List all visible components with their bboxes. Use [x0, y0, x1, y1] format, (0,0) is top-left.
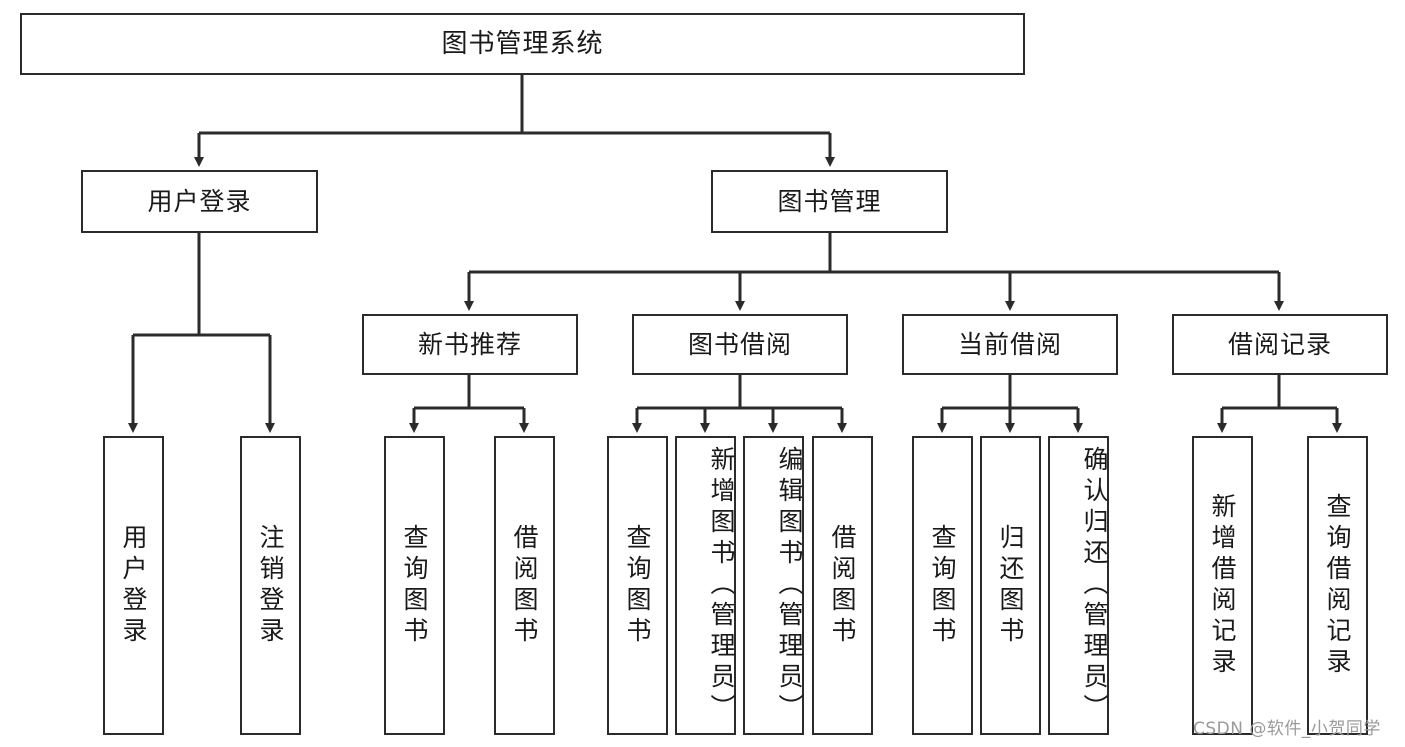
node-new-book-recommendation[interactable]: 新书推荐 [362, 314, 578, 375]
node-label: 用户登录 [119, 523, 148, 648]
node-leaf-query-books-recommend[interactable]: 查询图书 [384, 436, 445, 735]
node-label: 查询图书 [928, 523, 957, 648]
node-leaf-edit-book-admin[interactable]: 编辑图书（管理员） [743, 436, 804, 735]
node-borrow-records[interactable]: 借阅记录 [1172, 314, 1388, 375]
node-leaf-query-books-borrow[interactable]: 查询图书 [607, 436, 668, 735]
csdn-watermark: CSDN @软件_小贺同学 [1193, 719, 1381, 739]
node-label: 查询图书 [400, 523, 429, 648]
node-root-book-management-system[interactable]: 图书管理系统 [20, 13, 1025, 75]
node-label: 借阅记录 [1227, 329, 1332, 359]
node-label: 图书管理系统 [441, 28, 604, 59]
node-label: 借阅图书 [828, 523, 857, 648]
node-leaf-user-login[interactable]: 用户登录 [103, 436, 164, 735]
node-book-borrowing[interactable]: 图书借阅 [632, 314, 848, 375]
node-user-login[interactable]: 用户登录 [81, 170, 318, 233]
node-leaf-logout[interactable]: 注销登录 [240, 436, 301, 735]
node-leaf-add-borrow-record[interactable]: 新增借阅记录 [1192, 436, 1253, 735]
node-label: 图书管理 [777, 186, 882, 216]
node-leaf-borrow-books-recommend[interactable]: 借阅图书 [494, 436, 555, 735]
node-label: 归还图书 [996, 523, 1025, 648]
node-book-management[interactable]: 图书管理 [711, 170, 948, 233]
node-label: 查询图书 [623, 523, 652, 648]
node-current-borrowing[interactable]: 当前借阅 [902, 314, 1118, 375]
node-leaf-confirm-return-admin[interactable]: 确认归还（管理员） [1048, 436, 1109, 735]
node-leaf-borrow-books[interactable]: 借阅图书 [812, 436, 873, 735]
node-leaf-query-books-current[interactable]: 查询图书 [912, 436, 973, 735]
node-label: 当前借阅 [957, 329, 1062, 359]
node-label: 注销登录 [256, 523, 285, 648]
node-label: 借阅图书 [510, 523, 539, 648]
node-label: 新增图书（管理员） [707, 446, 736, 725]
node-label: 编辑图书（管理员） [775, 446, 804, 725]
node-label: 新增借阅记录 [1208, 492, 1237, 679]
node-label: 新书推荐 [417, 329, 522, 359]
node-leaf-query-borrow-record[interactable]: 查询借阅记录 [1307, 436, 1368, 735]
node-label: 查询借阅记录 [1323, 492, 1352, 679]
node-label: 用户登录 [147, 186, 252, 216]
node-leaf-add-book-admin[interactable]: 新增图书（管理员） [675, 436, 736, 735]
node-label: 图书借阅 [687, 329, 792, 359]
node-label: 确认归还（管理员） [1080, 446, 1109, 725]
node-leaf-return-books[interactable]: 归还图书 [980, 436, 1041, 735]
